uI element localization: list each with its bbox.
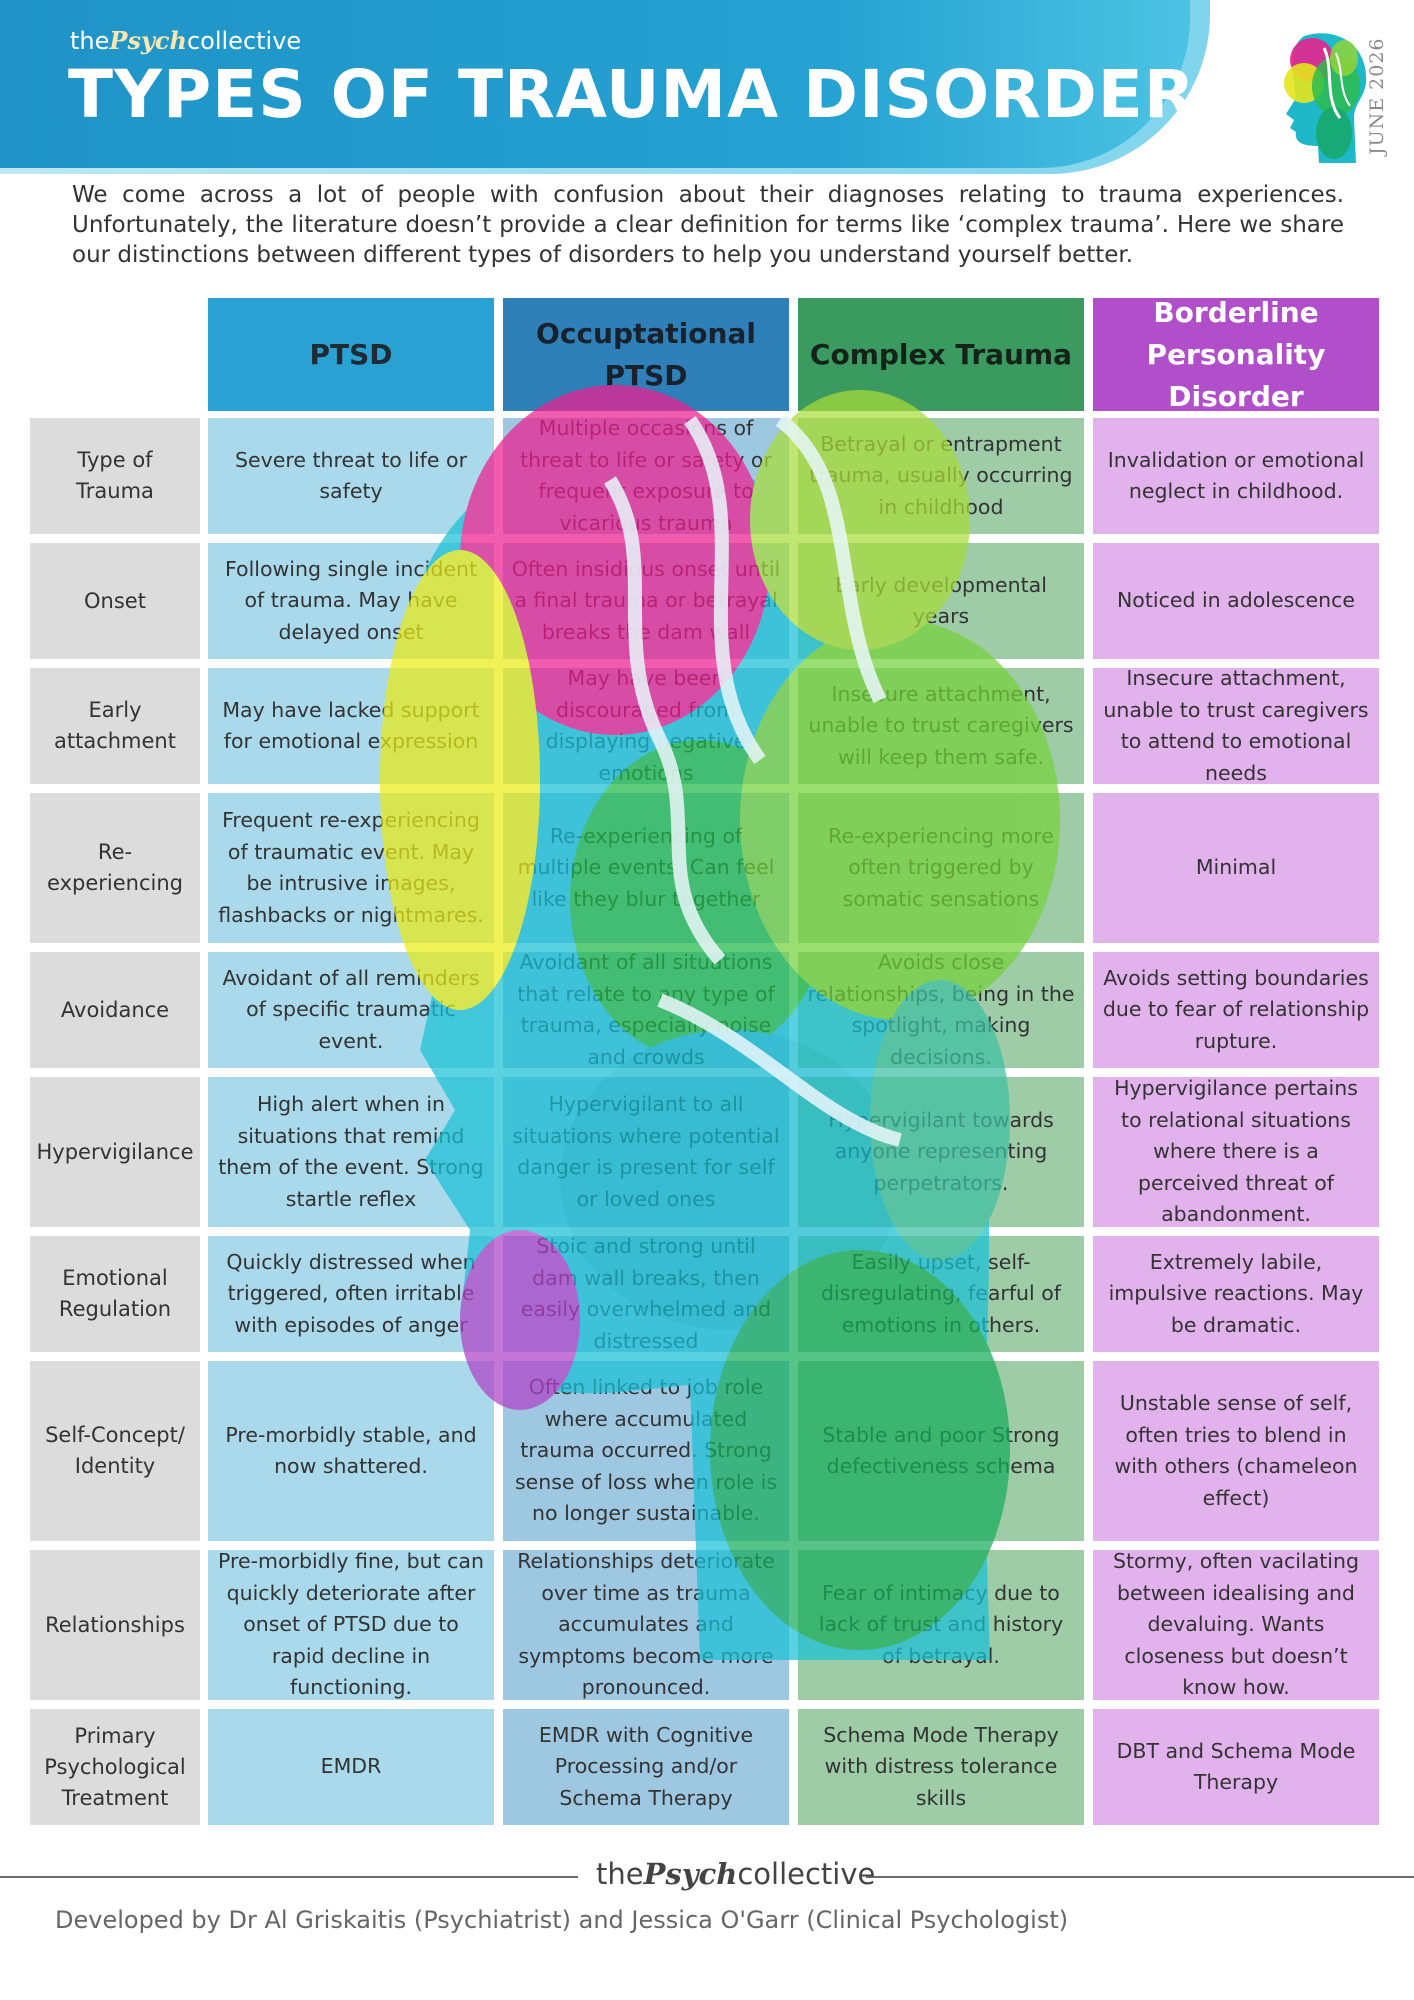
cell-occupational-ptsd: Stoic and strong until dam wall breaks, … (503, 1234, 789, 1353)
cell-ptsd: May have lacked support for emotional ex… (208, 668, 494, 784)
table-row: Self-Concept/ Identity Pre-morbidly stab… (30, 1361, 1384, 1541)
cell-complex-trauma: Schema Mode Therapy with distress tolera… (798, 1709, 1084, 1825)
table-row: Relationships Pre-morbidly fine, but can… (30, 1549, 1384, 1700)
cell-complex-trauma: Hypervigilant towards anyone representin… (798, 1077, 1084, 1227)
cell-occupational-ptsd: May have been discouraged from displayin… (503, 666, 789, 785)
credit-line: Developed by Dr Al Griskaitis (Psychiatr… (55, 1906, 1069, 1934)
cell-borderline: Unstable sense of self, often tries to b… (1093, 1361, 1379, 1541)
cell-ptsd: Pre-morbidly stable, and now shattered. (208, 1361, 494, 1541)
row-label: Avoidance (30, 952, 200, 1068)
column-header-borderline: Borderline Personality Disorder (1093, 296, 1379, 413)
header-spacer (30, 298, 200, 411)
cell-ptsd: Quickly distressed when triggered, often… (208, 1236, 494, 1352)
cell-borderline: Avoids setting boundaries due to fear of… (1093, 952, 1379, 1068)
table-row: Emotional Regulation Quickly distressed … (30, 1234, 1384, 1353)
footer-divider-left (0, 1876, 578, 1878)
cell-ptsd: Frequent re-experiencing of traumatic ev… (208, 793, 494, 943)
cell-complex-trauma: Stable and poor Strong defectiveness sch… (798, 1361, 1084, 1541)
cell-occupational-ptsd: EMDR with Cognitive Processing and/or Sc… (503, 1709, 789, 1825)
head-silhouette-logo-icon (1284, 33, 1367, 163)
cell-occupational-ptsd: Multiple occasions of threat to life or … (503, 416, 789, 535)
table-header-row: PTSD Occuptational PTSD Complex Trauma B… (30, 296, 1384, 413)
header-brand: thePsychcollective (70, 26, 301, 55)
comparison-table: PTSD Occuptational PTSD Complex Trauma B… (30, 296, 1384, 1834)
row-label: Re-experiencing (30, 793, 200, 943)
table-row: Onset Following single incident of traum… (30, 543, 1384, 659)
cell-occupational-ptsd: Relationships deteriorate over time as t… (503, 1549, 789, 1700)
intro-paragraph: We come across a lot of people with conf… (72, 182, 1344, 268)
cell-ptsd: EMDR (208, 1709, 494, 1825)
cell-occupational-ptsd: Hypervigilant to all situations where po… (503, 1077, 789, 1227)
table-row: Type of Trauma Severe threat to life or … (30, 416, 1384, 535)
row-label: Relationships (30, 1550, 200, 1700)
cell-borderline: Insecure attachment, unable to trust car… (1093, 666, 1379, 785)
cell-ptsd: Avoidant of all reminders of specific tr… (208, 952, 494, 1068)
row-label: Onset (30, 543, 200, 659)
page-title: TYPES OF TRAUMA DISORDERS (68, 56, 1245, 133)
cell-borderline: Hypervigilance pertains to relational si… (1093, 1076, 1379, 1227)
row-label: Hypervigilance (30, 1077, 200, 1227)
cell-complex-trauma: Fear of intimacy due to lack of trust an… (798, 1550, 1084, 1700)
row-label: Primary Psychological Treatment (30, 1709, 200, 1825)
footer-brand-pre: the (596, 1857, 644, 1891)
footer-brand-post: collective (737, 1857, 876, 1891)
table-row: Early attachment May have lacked support… (30, 666, 1384, 785)
row-label: Early attachment (30, 668, 200, 784)
cell-complex-trauma: Early developmental years (798, 543, 1084, 659)
cell-ptsd: Following single incident of trauma. May… (208, 543, 494, 659)
table-row: Hypervigilance High alert when in situat… (30, 1076, 1384, 1227)
cell-borderline: DBT and Schema Mode Therapy (1093, 1709, 1379, 1825)
cell-occupational-ptsd: Avoidant of all situations that relate t… (503, 950, 789, 1069)
column-header-complex-trauma: Complex Trauma (798, 298, 1084, 411)
table-row: Primary Psychological Treatment EMDR EMD… (30, 1709, 1384, 1825)
cell-borderline: Extremely labile, impulsive reactions. M… (1093, 1236, 1379, 1352)
brand-pre: the (70, 27, 110, 55)
cell-ptsd: Severe threat to life or safety (208, 418, 494, 534)
column-header-ptsd: PTSD (208, 298, 494, 411)
cell-complex-trauma: Avoids close relationships, being in the… (798, 950, 1084, 1069)
cell-complex-trauma: Re-experiencing more often triggered by … (798, 793, 1084, 943)
header-banner (0, 0, 1190, 168)
table-row: Avoidance Avoidant of all reminders of s… (30, 950, 1384, 1069)
cell-borderline: Noticed in adolescence (1093, 543, 1379, 659)
cell-complex-trauma: Easily upset, self-disregulating, fearfu… (798, 1236, 1084, 1352)
footer-brand: thePsychcollective (596, 1857, 875, 1891)
cell-complex-trauma: Insecure attachment, unable to trust car… (798, 668, 1084, 784)
cell-borderline: Stormy, often vacilating between idealis… (1093, 1549, 1379, 1700)
cell-borderline: Invalidation or emotional neglect in chi… (1093, 418, 1379, 534)
table-row: Re-experiencing Frequent re-experiencing… (30, 793, 1384, 943)
column-header-occupational-ptsd: Occuptational PTSD (503, 298, 789, 411)
footer-brand-script: Psych (643, 1857, 738, 1891)
cell-occupational-ptsd: Often insidious onset until a final trau… (503, 543, 789, 659)
cell-ptsd: High alert when in situations that remin… (208, 1077, 494, 1227)
cell-complex-trauma: Betrayal or entrapment trauma, usually o… (798, 418, 1084, 534)
cell-borderline: Minimal (1093, 793, 1379, 943)
cell-occupational-ptsd: Often linked to job role where accumulat… (503, 1361, 789, 1541)
footer-divider-right (866, 1876, 1414, 1878)
issue-date: JUNE 2026 (1366, 37, 1388, 155)
row-label: Self-Concept/ Identity (30, 1361, 200, 1541)
cell-ptsd: Pre-morbidly fine, but can quickly deter… (208, 1549, 494, 1700)
row-label: Emotional Regulation (30, 1236, 200, 1352)
brand-post: collective (186, 27, 302, 55)
brand-script: Psych (109, 26, 187, 55)
cell-occupational-ptsd: Re-experiencing of multiple events. Can … (503, 793, 789, 943)
row-label: Type of Trauma (30, 418, 200, 534)
